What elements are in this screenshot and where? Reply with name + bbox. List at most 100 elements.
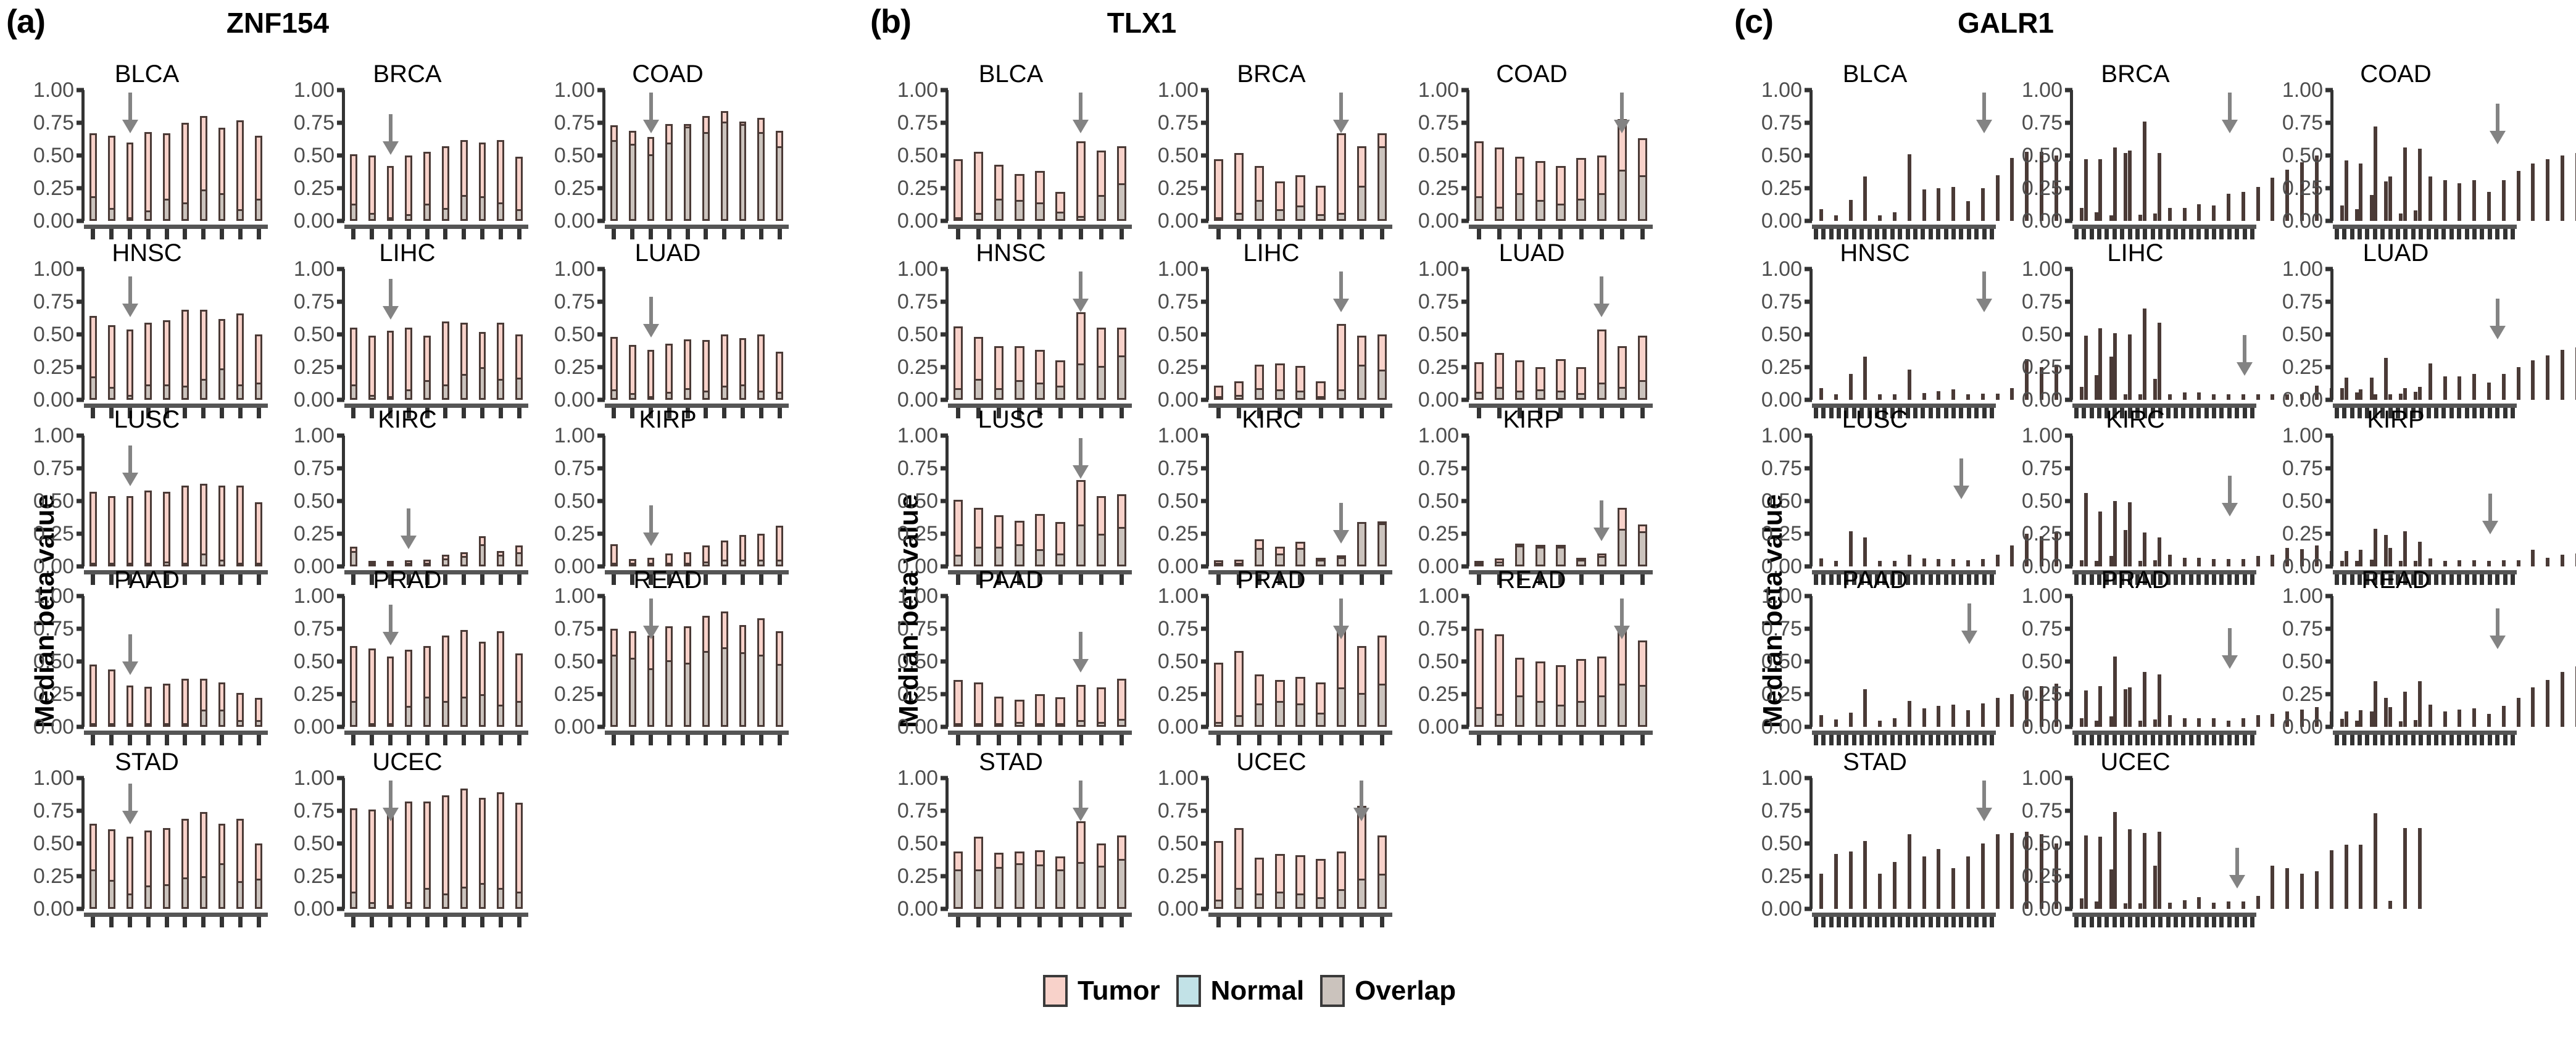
bar[interactable] <box>344 596 363 727</box>
bar[interactable] <box>2102 778 2117 909</box>
bar[interactable] <box>399 90 418 221</box>
bar[interactable] <box>84 436 102 566</box>
bar[interactable] <box>2150 778 2165 909</box>
bar[interactable] <box>1812 269 1827 400</box>
bar[interactable] <box>2333 90 2348 221</box>
bar[interactable] <box>2032 90 2047 221</box>
bar[interactable] <box>2017 596 2032 727</box>
bar[interactable] <box>2351 269 2366 400</box>
bar[interactable] <box>1530 436 1550 566</box>
bar[interactable] <box>2553 90 2568 221</box>
bar[interactable] <box>1930 436 1945 566</box>
bar[interactable] <box>231 436 249 566</box>
bar[interactable] <box>213 269 231 400</box>
bar[interactable] <box>2337 596 2352 727</box>
bar[interactable] <box>2509 436 2524 566</box>
bar[interactable] <box>2131 436 2146 566</box>
bar[interactable] <box>1290 778 1310 909</box>
bar[interactable] <box>2381 269 2396 400</box>
bar[interactable] <box>2150 596 2165 727</box>
bar[interactable] <box>1269 269 1290 400</box>
bar[interactable] <box>1009 778 1029 909</box>
bar[interactable] <box>1550 269 1571 400</box>
bar[interactable] <box>1988 269 2003 400</box>
bar[interactable] <box>2116 596 2131 727</box>
bar[interactable] <box>2102 90 2117 221</box>
bar[interactable] <box>1050 269 1071 400</box>
bar[interactable] <box>1489 596 1510 727</box>
bar[interactable] <box>2161 269 2175 400</box>
bar[interactable] <box>1331 269 1352 400</box>
bar[interactable] <box>2366 596 2381 727</box>
bar[interactable] <box>455 269 473 400</box>
bar[interactable] <box>1550 90 1571 221</box>
bar[interactable] <box>752 90 770 221</box>
bar[interactable] <box>1071 269 1091 400</box>
bar[interactable] <box>968 269 989 400</box>
bar[interactable] <box>1269 596 1290 727</box>
bar[interactable] <box>1331 90 1352 221</box>
bar[interactable] <box>1856 269 1871 400</box>
bar[interactable] <box>2234 436 2249 566</box>
bar[interactable] <box>770 596 789 727</box>
bar[interactable] <box>213 778 231 909</box>
bar[interactable] <box>2091 436 2106 566</box>
bar[interactable] <box>399 778 418 909</box>
bar[interactable] <box>2106 269 2121 400</box>
bar[interactable] <box>1612 269 1632 400</box>
bar[interactable] <box>623 596 642 727</box>
bar[interactable] <box>2150 269 2165 400</box>
bar[interactable] <box>2538 269 2553 400</box>
bar[interactable] <box>1091 269 1111 400</box>
bar[interactable] <box>948 436 968 566</box>
bar[interactable] <box>2362 436 2377 566</box>
bar[interactable] <box>491 90 510 221</box>
bar[interactable] <box>2003 436 2018 566</box>
bar[interactable] <box>139 90 157 221</box>
bar[interactable] <box>2406 90 2421 221</box>
bar[interactable] <box>1592 596 1612 727</box>
bar[interactable] <box>2135 269 2150 400</box>
bar[interactable] <box>2219 596 2234 727</box>
bar[interactable] <box>1871 90 1885 221</box>
bar[interactable] <box>1091 90 1111 221</box>
bar[interactable] <box>2337 778 2352 909</box>
bar[interactable] <box>2436 269 2451 400</box>
bar[interactable] <box>2146 596 2161 727</box>
bar[interactable] <box>1871 269 1885 400</box>
bar[interactable] <box>1229 90 1249 221</box>
bar[interactable] <box>344 778 363 909</box>
bar[interactable] <box>734 90 752 221</box>
bar[interactable] <box>1111 436 1132 566</box>
bar[interactable] <box>2308 90 2322 221</box>
bar[interactable] <box>2366 90 2381 221</box>
bar[interactable] <box>381 436 400 566</box>
bar[interactable] <box>1029 778 1050 909</box>
bar[interactable] <box>2480 596 2495 727</box>
bar[interactable] <box>418 436 436 566</box>
bar[interactable] <box>2116 90 2131 221</box>
bar[interactable] <box>1009 436 1029 566</box>
bar[interactable] <box>84 778 102 909</box>
bar[interactable] <box>121 269 139 400</box>
bar[interactable] <box>1915 269 1930 400</box>
bar[interactable] <box>363 90 381 221</box>
bar[interactable] <box>660 269 678 400</box>
bar[interactable] <box>1530 269 1550 400</box>
bar[interactable] <box>2121 778 2135 909</box>
bar[interactable] <box>491 596 510 727</box>
bar[interactable] <box>2146 269 2161 400</box>
bar[interactable] <box>1988 436 2003 566</box>
bar[interactable] <box>1510 436 1530 566</box>
bar[interactable] <box>363 778 381 909</box>
bar[interactable] <box>1988 596 2003 727</box>
bar[interactable] <box>381 596 400 727</box>
bar[interactable] <box>84 90 102 221</box>
bar[interactable] <box>1944 436 1959 566</box>
bar[interactable] <box>1029 436 1050 566</box>
bar[interactable] <box>1208 778 1229 909</box>
bar[interactable] <box>770 269 789 400</box>
bar[interactable] <box>176 436 194 566</box>
bar[interactable] <box>2436 436 2451 566</box>
bar[interactable] <box>1944 778 1959 909</box>
